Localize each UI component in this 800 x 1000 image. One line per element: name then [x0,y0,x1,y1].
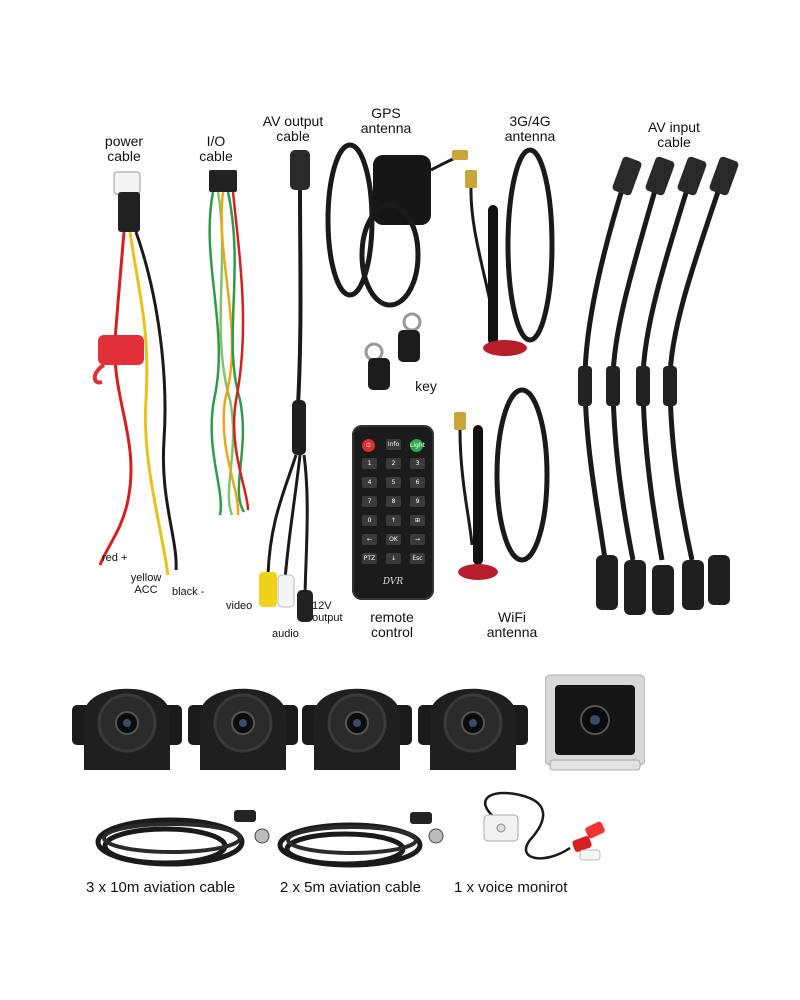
dome-camera-1 [72,688,182,770]
video-label: video [226,600,253,612]
wifi-antenna-image [454,387,550,580]
remote-button: ↓ [386,553,401,564]
remote-button: 7 [362,496,377,507]
remote-button: 2 [386,458,401,469]
remote-button: ⏻ [362,439,375,452]
av-input-cables-image [578,156,739,615]
remote-button: ← [362,534,377,545]
av-output-cable-image [259,150,313,622]
remote-button: → [410,534,425,545]
remote-button: 0 [362,515,377,526]
key-label: key [415,378,437,394]
black-wire-label: black - [172,586,205,598]
remote-button: 4 [362,477,377,488]
remote-button: OK [386,534,401,545]
dome-camera-4 [418,688,528,770]
io-cable-image [208,170,250,516]
voice-monitor-caption: 1 x voice monirot [454,879,568,896]
keys-image [364,312,422,390]
remote-button: 5 [386,477,401,488]
aviation-cable-10m-image [95,810,270,867]
rear-camera [545,674,645,771]
remote-button: Esc [410,553,425,564]
remote-button: ↑ [386,515,401,526]
remote-button: 9 [410,496,425,507]
remote-button: ⊞ [410,515,425,526]
remote-brand: DVR [382,577,404,587]
4g-antenna-image [465,147,555,356]
remote-button: 1 [362,458,377,469]
remote-button: Info [386,439,401,450]
remote-button: PTZ [362,553,377,564]
aviation-10m-caption: 3 x 10m aviation cable [86,879,236,896]
dome-camera-2 [188,688,298,770]
remote-button: 8 [386,496,401,507]
aviation-cable-5m-image [277,812,444,868]
remote-button: 6 [410,477,425,488]
remote-button: 3 [410,458,425,469]
gps-antenna-image [325,142,468,308]
dome-camera-3 [302,688,412,770]
voice-monitor-image [483,791,605,861]
red-wire-label: red + [102,552,128,564]
remote-button: Light [410,439,425,452]
power-cable-image [92,171,178,576]
audio-label: audio [272,628,299,640]
aviation-5m-caption: 2 x 5m aviation cable [280,879,421,896]
